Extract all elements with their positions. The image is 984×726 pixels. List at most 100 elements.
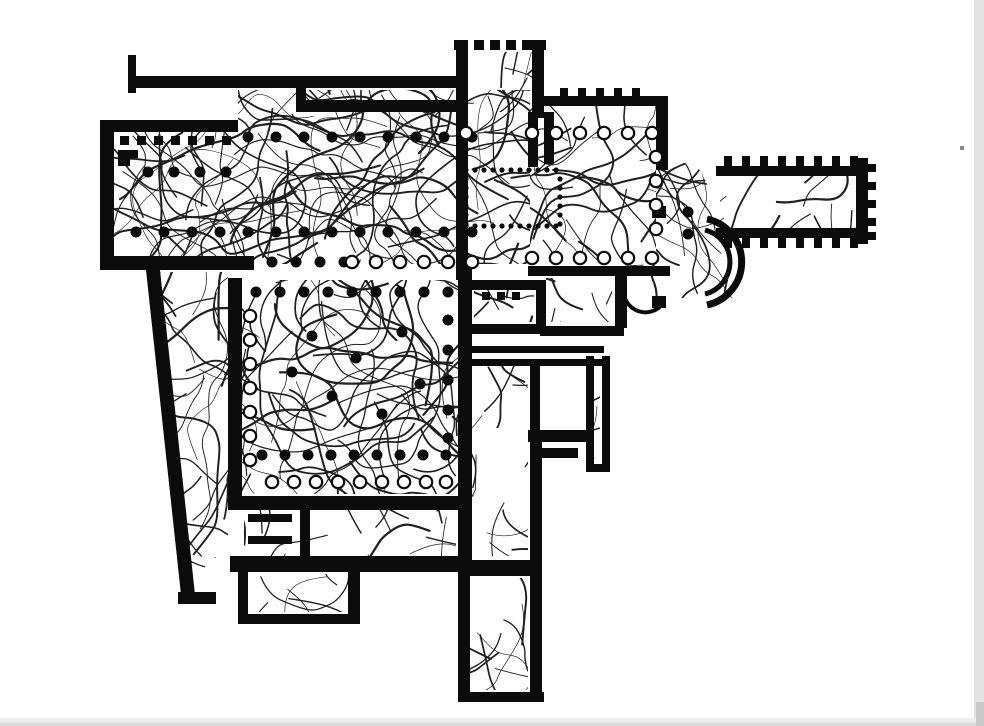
- root-scribble: [260, 574, 348, 611]
- root-scribble: [574, 176, 656, 262]
- wall-segment: [228, 496, 472, 510]
- wall-segment: [532, 48, 544, 118]
- column-dot-black: [279, 449, 291, 461]
- wall-segment: [154, 136, 163, 145]
- column-dot-black: [410, 131, 422, 143]
- column-dot-black: [256, 449, 268, 461]
- scan-edge-shade: [976, 702, 984, 726]
- root-scribble: [470, 454, 477, 556]
- wall-segment: [724, 238, 732, 248]
- root-scribble: [289, 388, 458, 494]
- column-dot-black: [242, 226, 254, 238]
- root-scribble: [422, 280, 458, 416]
- column-dot-black: [242, 256, 254, 268]
- root-scribble: [592, 100, 647, 156]
- root-scribble: [675, 168, 711, 298]
- small-column-dot: [463, 167, 469, 173]
- root-scribble: [484, 90, 530, 183]
- wall-segment: [850, 156, 858, 166]
- column-dot-black: [298, 286, 310, 298]
- black-columns-layer: [130, 131, 694, 461]
- root-scribble: [415, 139, 530, 247]
- column-dot-black: [442, 344, 454, 356]
- small-column-dot: [463, 194, 469, 200]
- wall-segment: [482, 292, 490, 300]
- root-scribble: [112, 90, 178, 198]
- overgrowth-region: [248, 574, 348, 612]
- root-scribble: [565, 219, 648, 262]
- root-scribble: [300, 280, 458, 332]
- column-dot-black: [214, 226, 226, 238]
- root-scribble: [472, 90, 530, 198]
- wall-segment: [458, 566, 470, 702]
- column-dot-black: [350, 352, 362, 364]
- root-scribble: [323, 111, 436, 240]
- column-dot-black: [168, 166, 180, 178]
- scan-edge-shade: [960, 146, 964, 150]
- wall-segment: [868, 164, 876, 172]
- column-dot-black: [348, 449, 360, 461]
- root-scribble: [163, 196, 304, 264]
- column-dot-white: [440, 254, 456, 270]
- wall-segment: [814, 156, 822, 166]
- wall-segment: [146, 270, 196, 604]
- root-scribble: [404, 230, 530, 264]
- wall-segment: [832, 238, 840, 248]
- column-dot-white: [648, 221, 664, 237]
- overgrowth-region: [470, 578, 528, 690]
- root-scribble: [209, 219, 287, 264]
- column-dot-white: [416, 254, 432, 270]
- wall-segment: [596, 88, 604, 96]
- column-dot-white: [596, 125, 612, 141]
- column-dot-white: [242, 308, 258, 324]
- column-dot-white: [620, 250, 636, 266]
- root-scribble: [374, 94, 455, 264]
- column-dot-black: [382, 131, 394, 143]
- wall-segment: [530, 576, 542, 692]
- root-scribble: [152, 306, 228, 490]
- column-dot-white: [418, 474, 434, 490]
- root-scribble: [474, 290, 534, 309]
- overgrowth-region: [530, 100, 656, 262]
- small-column-dot: [463, 203, 469, 209]
- root-scribble: [533, 147, 625, 262]
- wall-segment: [522, 40, 532, 50]
- small-column-dot: [557, 221, 563, 227]
- root-scribble: [214, 90, 334, 205]
- wall-segment: [528, 266, 670, 276]
- column-dot-black: [442, 404, 454, 416]
- small-column-dot: [526, 167, 532, 173]
- root-scribble: [260, 280, 375, 350]
- wall-segment: [778, 238, 786, 248]
- column-dot-white: [374, 474, 390, 490]
- root-scribble: [378, 400, 458, 478]
- wall-segment: [796, 238, 804, 248]
- column-dot-white: [352, 474, 368, 490]
- column-dot-white: [458, 125, 474, 141]
- small-column-dot: [557, 176, 563, 182]
- small-column-dot: [557, 203, 563, 209]
- wall-segment: [470, 346, 604, 353]
- column-dot-black: [314, 256, 326, 268]
- small-column-dot: [544, 167, 550, 173]
- wall-segment: [544, 112, 554, 164]
- scan-edge-shade: [974, 0, 984, 726]
- wall-segment: [742, 156, 750, 166]
- root-scribble: [242, 296, 255, 489]
- root-scribble: [242, 346, 454, 494]
- small-column-dot: [553, 167, 559, 173]
- small-column-dot: [535, 223, 541, 229]
- column-dot-black: [442, 374, 454, 386]
- root-scribble: [328, 156, 466, 195]
- wall-segment: [454, 40, 468, 50]
- column-dot-black: [325, 449, 337, 461]
- root-scribble: [376, 393, 458, 494]
- root-scribble: [288, 597, 348, 612]
- root-scribble: [530, 100, 574, 190]
- column-dot-black: [417, 449, 429, 461]
- wall-segment: [472, 280, 546, 290]
- column-dot-black: [410, 226, 422, 238]
- wall-segment: [171, 136, 180, 145]
- root-scribble: [279, 365, 458, 479]
